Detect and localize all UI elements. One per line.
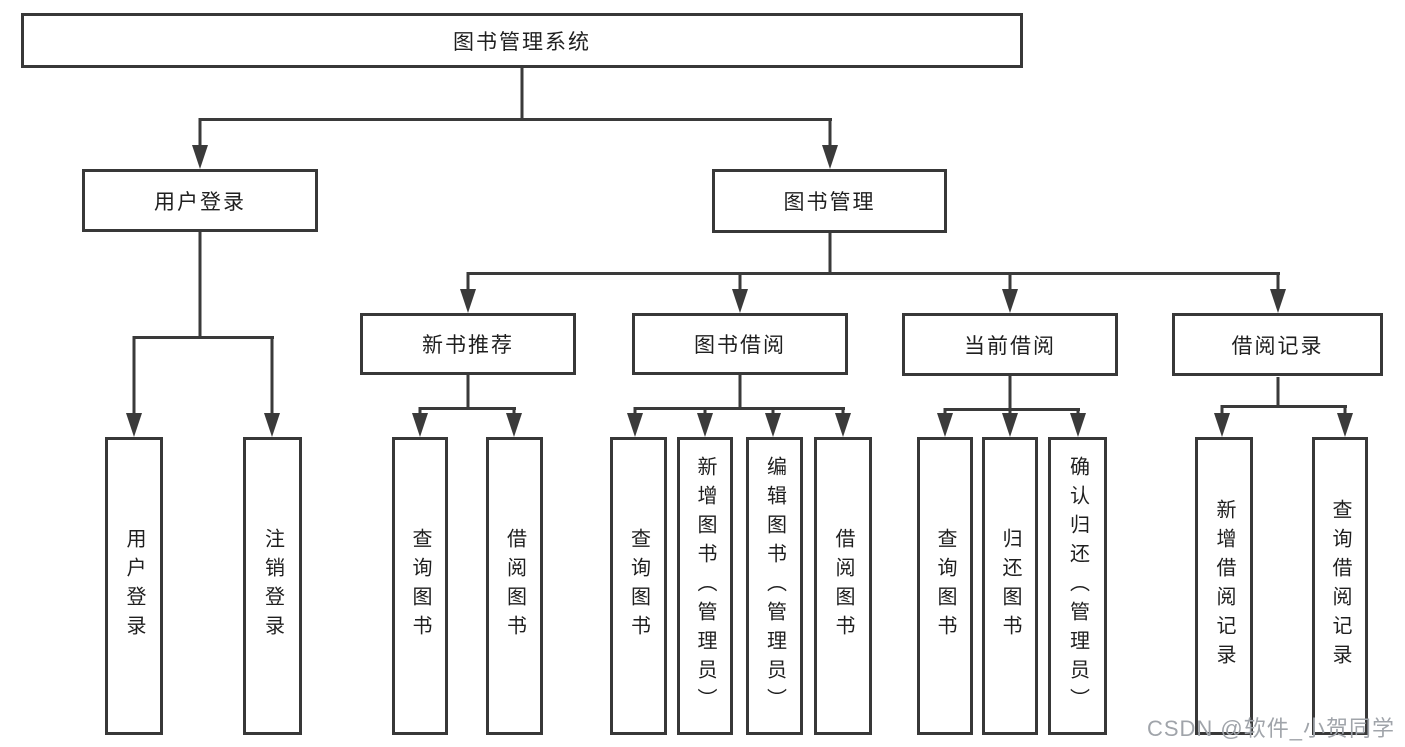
connector-bus-line bbox=[132, 336, 274, 339]
node-label: 查询图书 bbox=[934, 528, 956, 644]
connector-arrowhead bbox=[937, 413, 953, 437]
node-query-books-current: 查询图书 bbox=[917, 437, 973, 735]
connector-stem-line bbox=[1276, 377, 1280, 408]
node-label: 当前借阅 bbox=[964, 334, 1056, 358]
connector-drop-line bbox=[198, 118, 202, 149]
connector-stem-line bbox=[466, 375, 470, 410]
node-borrow-books: 借阅图书 bbox=[814, 437, 872, 735]
connector-drop-line bbox=[418, 407, 422, 417]
node-label: 借阅记录 bbox=[1231, 334, 1324, 358]
connector-bus-line bbox=[943, 408, 1080, 411]
connector-drop-line bbox=[828, 118, 832, 149]
node-library-management-system: 图书管理系统 bbox=[21, 13, 1023, 68]
connector-drop-line bbox=[466, 272, 470, 293]
connector-drop-line bbox=[633, 407, 637, 417]
connector-stem-line bbox=[1008, 376, 1012, 411]
node-label: 查询图书 bbox=[627, 528, 650, 644]
node-label: 图书管理 bbox=[783, 191, 876, 214]
node-label: 图书借阅 bbox=[694, 334, 786, 357]
connector-arrowhead bbox=[1337, 413, 1353, 437]
connector-arrowhead bbox=[460, 289, 476, 313]
node-add-books-admin: 新增图书（管理员） bbox=[677, 437, 733, 735]
connector-bus-line bbox=[1220, 405, 1347, 408]
node-confirm-return-admin: 确认归还（管理员） bbox=[1048, 437, 1107, 735]
node-return-books: 归还图书 bbox=[982, 437, 1038, 735]
node-user-login: 用户登录 bbox=[82, 169, 318, 232]
connector-stem-line bbox=[828, 233, 832, 275]
connector-arrowhead bbox=[1002, 413, 1018, 437]
node-label: 确认归还（管理员） bbox=[1066, 455, 1089, 717]
connector-arrowhead bbox=[264, 413, 280, 437]
connector-drop-line bbox=[1343, 405, 1347, 417]
connector-arrowhead bbox=[1070, 413, 1086, 437]
node-book-management: 图书管理 bbox=[712, 169, 947, 233]
connector-arrowhead bbox=[126, 413, 142, 437]
node-logout: 注销登录 bbox=[243, 437, 302, 735]
node-label: 新增图书（管理员） bbox=[694, 455, 716, 717]
node-label: 用户登录 bbox=[154, 190, 246, 214]
connector-arrowhead bbox=[765, 413, 781, 437]
connector-drop-line bbox=[1008, 408, 1012, 417]
connector-bus-line bbox=[466, 272, 1280, 275]
connector-arrowhead bbox=[835, 413, 851, 437]
connector-bus-line bbox=[633, 407, 845, 410]
node-label: 查询借阅记录 bbox=[1329, 499, 1351, 673]
connector-drop-line bbox=[771, 407, 775, 417]
connector-drop-line bbox=[270, 336, 274, 417]
node-label: 查询图书 bbox=[409, 528, 431, 644]
node-label: 编辑图书（管理员） bbox=[763, 455, 786, 717]
connector-drop-line bbox=[1276, 272, 1280, 293]
connector-arrowhead bbox=[627, 413, 643, 437]
node-book-borrowing: 图书借阅 bbox=[632, 313, 848, 375]
node-query-books-recommend: 查询图书 bbox=[392, 437, 448, 735]
connector-arrowhead bbox=[732, 289, 748, 313]
connector-bus-line bbox=[418, 407, 516, 410]
node-borrowing-records: 借阅记录 bbox=[1172, 313, 1383, 376]
connector-bus-line bbox=[198, 118, 832, 121]
node-current-borrowing: 当前借阅 bbox=[902, 313, 1118, 376]
node-query-books-borrowing: 查询图书 bbox=[610, 437, 667, 735]
node-label: 借阅图书 bbox=[832, 528, 854, 644]
connector-drop-line bbox=[738, 272, 742, 293]
node-label: 新书推荐 bbox=[422, 334, 514, 357]
connector-arrowhead bbox=[697, 413, 713, 437]
node-label: 归还图书 bbox=[999, 528, 1021, 644]
connector-arrowhead bbox=[412, 413, 428, 437]
connector-arrowhead bbox=[506, 413, 522, 437]
connector-stem-line bbox=[198, 232, 202, 339]
node-edit-books-admin: 编辑图书（管理员） bbox=[746, 437, 803, 735]
connector-drop-line bbox=[943, 408, 947, 417]
connector-drop-line bbox=[512, 407, 516, 417]
connector-drop-line bbox=[1076, 408, 1080, 417]
node-borrow-books-recommend: 借阅图书 bbox=[486, 437, 543, 735]
connector-arrowhead bbox=[822, 145, 838, 169]
connector-drop-line bbox=[132, 336, 136, 417]
connector-drop-line bbox=[841, 407, 845, 417]
connector-drop-line bbox=[1008, 272, 1012, 293]
connector-arrowhead bbox=[1270, 289, 1286, 313]
connector-stem-line bbox=[520, 68, 524, 121]
node-label: 借阅图书 bbox=[503, 528, 526, 644]
node-label: 用户登录 bbox=[123, 528, 145, 644]
node-add-borrow-record: 新增借阅记录 bbox=[1195, 437, 1253, 735]
node-new-book-recommendation: 新书推荐 bbox=[360, 313, 576, 375]
node-label: 新增借阅记录 bbox=[1213, 499, 1235, 673]
node-label: 注销登录 bbox=[261, 528, 284, 644]
connector-drop-line bbox=[1220, 405, 1224, 417]
connector-stem-line bbox=[738, 375, 742, 410]
node-user-login-leaf: 用户登录 bbox=[105, 437, 163, 735]
connector-arrowhead bbox=[192, 145, 208, 169]
connector-drop-line bbox=[703, 407, 707, 417]
node-query-borrow-record: 查询借阅记录 bbox=[1312, 437, 1368, 735]
watermark: CSDN @软件_小贺同学 bbox=[1146, 716, 1395, 741]
node-label: 图书管理系统 bbox=[453, 30, 591, 54]
connector-arrowhead bbox=[1002, 289, 1018, 313]
connector-arrowhead bbox=[1214, 413, 1230, 437]
